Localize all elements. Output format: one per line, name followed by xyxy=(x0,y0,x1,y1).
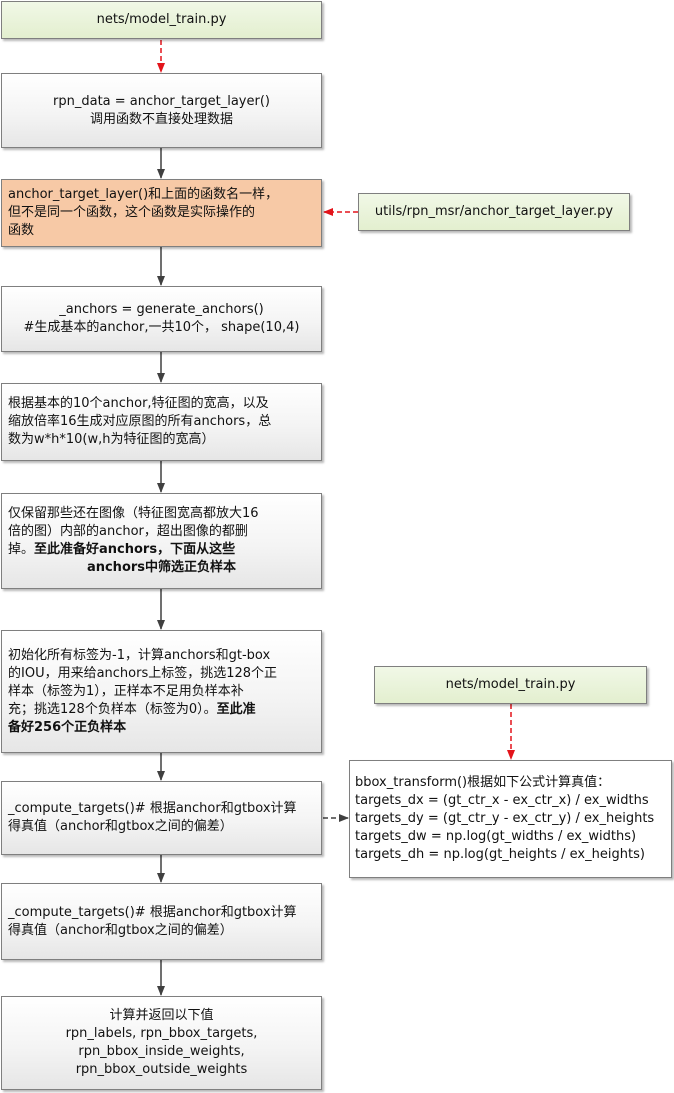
all-anchors-line2: 缩放倍率16生成对应原图的所有anchors，总 xyxy=(8,414,272,429)
compute-targets-2-line1: _compute_targets()# 根据anchor和gtbox计算 xyxy=(8,904,297,920)
all-anchors-line3: 数为w*h*10(w,h为特征图的宽高） xyxy=(8,432,215,447)
compute-targets-2-line2: 得真值（anchor和gtbox之间的偏差） xyxy=(8,922,233,938)
anchor-target-line3: 函数 xyxy=(8,223,35,238)
generate-anchors-box: _anchors = generate_anchors() #生成基本的anch… xyxy=(1,286,322,352)
keep-inside-line1: 仅保留那些还在图像（特征图宽高都放大16 xyxy=(8,506,259,521)
bbox-transform-line4: targets_dw = np.log(gt_widths / ex_width… xyxy=(355,829,637,844)
anchor-target-line2: 但不是同一个函数，这个函数是实际操作的 xyxy=(8,205,256,220)
returns-line2: rpn_labels, rpn_bbox_targets, xyxy=(65,1026,258,1041)
all-anchors-line1: 根据基本的10个anchor,特征图的宽高，以及 xyxy=(8,396,269,411)
bbox-transform-box: bbox_transform()根据如下公式计算真值： targets_dx =… xyxy=(349,760,672,878)
generate-anchors-line1: _anchors = generate_anchors() xyxy=(59,302,264,317)
anchor-target-line1: anchor_target_layer()和上面的函数名一样， xyxy=(8,187,279,202)
labels-line5-wrap: 备好256个正负样本 xyxy=(8,719,315,737)
compute-targets-1-line2: 得真值（anchor和gtbox之间的偏差） xyxy=(8,819,233,834)
keep-inside-box: 仅保留那些还在图像（特征图宽高都放大16 倍的图）内部的anchor，超出图像的… xyxy=(1,493,322,589)
labels-line4: 充；挑选128个负样本（标签为0）。 xyxy=(8,701,217,717)
labels-line1: 初始化所有标签为-1，计算anchors和gt-box xyxy=(8,647,271,663)
labels-line4-bold: 至此准 xyxy=(216,701,256,717)
generate-anchors-line2: #生成基本的anchor,一共10个， shape(10,4) xyxy=(23,320,300,335)
keep-inside-line3: 掉。 xyxy=(8,542,35,557)
rpn-data-box: rpn_data = anchor_target_layer() 调用函数不直接… xyxy=(1,73,322,148)
all-anchors-box: 根据基本的10个anchor,特征图的宽高，以及 缩放倍率16生成对应原图的所有… xyxy=(1,383,322,461)
labels-line3: 样本（标签为1），正样本不足用负样本补 xyxy=(8,683,244,699)
keep-inside-line4-bold: anchors中筛选正负样本 xyxy=(86,560,237,575)
compute-targets-1-line1: _compute_targets()# 根据anchor和gtbox计算 xyxy=(8,801,297,816)
anchor-target-layer-box: anchor_target_layer()和上面的函数名一样， 但不是同一个函数… xyxy=(1,179,322,247)
compute-targets-1-box: _compute_targets()# 根据anchor和gtbox计算 得真值… xyxy=(1,781,322,855)
utils-path-box: utils/rpn_msr/anchor_target_layer.py xyxy=(358,193,630,231)
returns-box: 计算并返回以下值 rpn_labels, rpn_bbox_targets, r… xyxy=(1,996,322,1090)
model-train-top-label: nets/model_train.py xyxy=(96,12,227,27)
rpn-data-line2: 调用函数不直接处理数据 xyxy=(89,111,233,127)
labels-line4-wrap: 充；挑选128个负样本（标签为0）。至此准 xyxy=(8,701,315,719)
bbox-transform-line2: targets_dx = (gt_ctr_x - ex_ctr_x) / ex_… xyxy=(355,793,649,808)
bbox-transform-line1: bbox_transform()根据如下公式计算真值： xyxy=(355,775,611,790)
model-train-top-box: nets/model_train.py xyxy=(1,1,322,39)
model-train-right-box: nets/model_train.py xyxy=(374,666,647,704)
keep-inside-line2: 倍的图）内部的anchor，超出图像的都删 xyxy=(8,524,248,539)
keep-inside-line4-wrap: anchors中筛选正负样本 xyxy=(8,559,315,577)
keep-inside-line3-bold: 至此准备好anchors，下面从这些 xyxy=(34,542,236,557)
returns-line1: 计算并返回以下值 xyxy=(109,1008,214,1023)
bbox-transform-line3: targets_dy = (gt_ctr_y - ex_ctr_y) / ex_… xyxy=(355,811,655,826)
labels-line2: 的IOU，用来给anchors上标签，挑选128个正 xyxy=(8,665,278,681)
labels-box: 初始化所有标签为-1，计算anchors和gt-box 的IOU，用来给anch… xyxy=(1,630,322,753)
labels-line5-bold: 备好256个正负样本 xyxy=(8,719,127,735)
bbox-transform-line5: targets_dh = np.log(gt_heights / ex_heig… xyxy=(355,847,645,862)
rpn-data-line1: rpn_data = anchor_target_layer() xyxy=(53,93,270,109)
returns-line4: rpn_bbox_outside_weights xyxy=(75,1062,248,1077)
keep-inside-line3-wrap: 掉。至此准备好anchors，下面从这些 xyxy=(8,541,315,559)
utils-path-label: utils/rpn_msr/anchor_target_layer.py xyxy=(374,204,614,219)
returns-line3: rpn_bbox_inside_weights, xyxy=(78,1044,245,1059)
compute-targets-2-box: _compute_targets()# 根据anchor和gtbox计算 得真值… xyxy=(1,883,322,960)
model-train-right-label: nets/model_train.py xyxy=(445,677,576,692)
